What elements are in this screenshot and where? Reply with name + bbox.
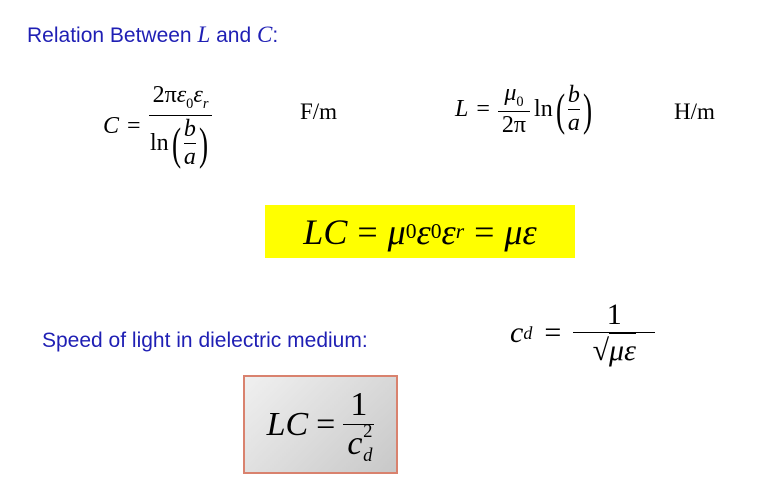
equals: = <box>127 112 141 139</box>
title-c: C <box>256 22 273 47</box>
numerator: 1 <box>350 386 368 423</box>
ln: ln <box>149 129 169 156</box>
right-paren: ) <box>582 83 593 135</box>
mu: μ <box>387 211 406 252</box>
epsilon: ε <box>193 82 203 108</box>
b: b <box>567 81 580 108</box>
epsilon: ε <box>176 82 187 108</box>
sub-d: d <box>363 445 373 466</box>
mu-epsilon: με <box>504 211 537 252</box>
equals: = <box>476 95 490 122</box>
lc: LC <box>266 405 309 443</box>
capacitance-unit: F/m <box>300 99 338 124</box>
a: a <box>183 143 196 170</box>
fraction-bar <box>148 114 213 116</box>
equals: = <box>316 405 336 443</box>
sub-r: r <box>455 219 465 243</box>
equals: = <box>544 316 562 349</box>
sub-d: d <box>523 322 533 343</box>
slide-title: Relation Between L and C: <box>27 22 278 48</box>
numerator: μ0 <box>500 80 527 111</box>
speed-label: Speed of light in dielectric medium: <box>42 329 368 352</box>
one-over-sqrt: 1 √με <box>573 298 656 368</box>
sup-2: 2 <box>363 421 373 442</box>
two-pi: 2π <box>152 82 177 108</box>
mu-over-2pi: μ0 2π <box>497 80 531 139</box>
equals: = <box>357 211 378 252</box>
title-and: and <box>210 24 257 47</box>
sqrt: √με <box>593 333 636 368</box>
lc: LC <box>303 211 348 252</box>
equals: = <box>474 211 495 252</box>
fraction-bar <box>497 110 531 112</box>
sub-0: 0 <box>405 219 417 243</box>
numerator: 1 <box>606 298 622 331</box>
fraction-bar <box>183 142 196 144</box>
a: a <box>567 109 580 136</box>
c: c <box>510 316 524 349</box>
numerator: 2πε0εr <box>149 82 213 115</box>
epsilon: ε <box>441 211 456 252</box>
title-l: L <box>197 22 211 47</box>
fraction-bar <box>343 424 375 425</box>
left-paren: ( <box>555 83 565 135</box>
epsilon: ε <box>416 211 431 252</box>
fraction-bar <box>573 332 656 333</box>
right-paren: ) <box>198 117 208 169</box>
radicand: με <box>609 333 636 367</box>
mu: μ <box>504 80 517 106</box>
sub-r: r <box>202 95 209 112</box>
inductance-unit: H/m <box>674 99 715 124</box>
c: c <box>347 425 363 462</box>
title-colon: : <box>272 24 279 47</box>
sub-0: 0 <box>516 93 524 110</box>
sub-0: 0 <box>430 219 442 243</box>
l-symbol: L <box>455 95 469 122</box>
denominator: 2π <box>501 111 527 138</box>
fraction-bar <box>567 108 580 110</box>
ln: ln <box>534 95 553 122</box>
b: b <box>183 115 196 142</box>
left-paren: ( <box>171 117 181 169</box>
c-symbol: C <box>103 112 120 139</box>
sub-0: 0 <box>186 95 194 112</box>
title-text: Relation Between <box>27 24 198 47</box>
sqrt-sign: √ <box>592 333 610 367</box>
